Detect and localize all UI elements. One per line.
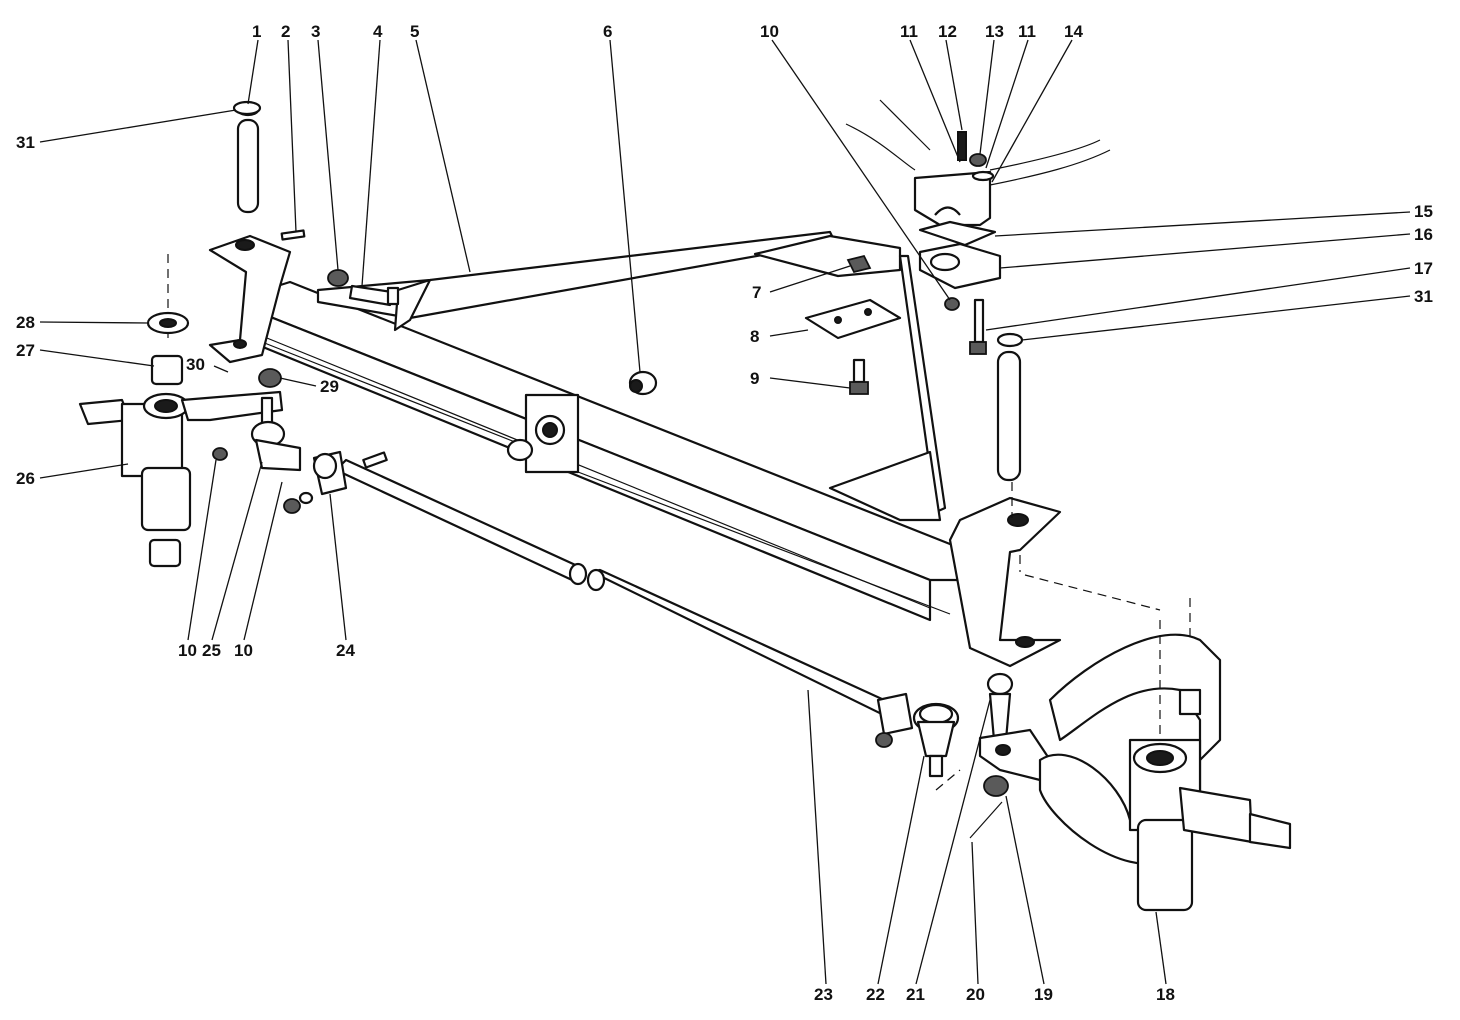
steering-arm-right: [935, 672, 1052, 839]
bushing-27: [150, 354, 184, 386]
callout-17: 17: [1414, 259, 1433, 278]
callout-28: 28: [16, 313, 35, 332]
top-mount: [845, 99, 1111, 290]
bolt-9: [849, 358, 869, 395]
callout-11-a: 11: [900, 22, 918, 41]
pivot-pin-right: [996, 333, 1022, 518]
callout-14: 14: [1064, 22, 1083, 41]
nut-10-right: [944, 297, 960, 311]
bolt-4: [348, 284, 400, 307]
bolt-17: [969, 298, 987, 355]
tie-rod: [334, 458, 908, 724]
callout-2: 2: [281, 22, 290, 41]
callout-16: 16: [1414, 225, 1433, 244]
callout-10-top: 10: [760, 22, 779, 41]
callout-22: 22: [866, 985, 885, 1004]
nut-3: [327, 269, 349, 287]
callout-15: 15: [1414, 202, 1433, 221]
callout-7: 7: [752, 283, 761, 302]
axle-beam: [256, 280, 962, 622]
callout-13: 13: [985, 22, 1004, 41]
callout-3: 3: [311, 22, 320, 41]
bearing-28: [146, 311, 190, 335]
tie-rod-end-right: [875, 692, 960, 778]
callout-20: 20: [966, 985, 985, 1004]
callout-10-left: 10: [178, 641, 197, 660]
a-frame-brace: [316, 230, 947, 522]
circlip-31-right: [996, 332, 1024, 348]
callout-10-lower: 10: [234, 641, 253, 660]
callout-31-left: 31: [16, 133, 35, 152]
clamp-plate: [804, 298, 902, 340]
callout-27: 27: [16, 341, 35, 360]
callout-labels: 1 2 3 4 5 6 7 8 9 10 10 10 11 11 12 13 1…: [16, 22, 1433, 1004]
callout-31-right: 31: [1414, 287, 1433, 306]
callout-23: 23: [814, 985, 833, 1004]
callout-25: 25: [202, 641, 221, 660]
pivot-bushing: [506, 370, 658, 462]
callout-6: 6: [603, 22, 612, 41]
callout-8: 8: [750, 327, 759, 346]
left-bracket: [167, 234, 292, 364]
right-spindle: [1038, 598, 1292, 912]
callout-11-b: 11: [1018, 22, 1036, 41]
leader-lines: [39, 39, 1411, 985]
callout-12: 12: [938, 22, 957, 41]
callout-1: 1: [252, 22, 261, 41]
callout-19: 19: [1034, 985, 1053, 1004]
callout-18: 18: [1156, 985, 1175, 1004]
ball-joint-left: [250, 368, 302, 472]
callout-29: 29: [320, 377, 339, 396]
circlip-31-left: [232, 100, 262, 116]
callout-30: 30: [186, 355, 205, 374]
callout-9: 9: [750, 369, 759, 388]
callout-24: 24: [336, 641, 355, 660]
callout-5: 5: [410, 22, 419, 41]
tie-rod-end-left: [312, 450, 388, 496]
roll-pin: [280, 229, 306, 241]
left-spindle: [78, 390, 284, 568]
right-bracket: [948, 496, 1161, 668]
pivot-pin-left: [236, 103, 260, 214]
callout-21: 21: [906, 985, 925, 1004]
callout-26: 26: [16, 469, 35, 488]
nut-7: [846, 254, 872, 274]
callout-4: 4: [373, 22, 383, 41]
nut-10-left: [212, 447, 314, 514]
